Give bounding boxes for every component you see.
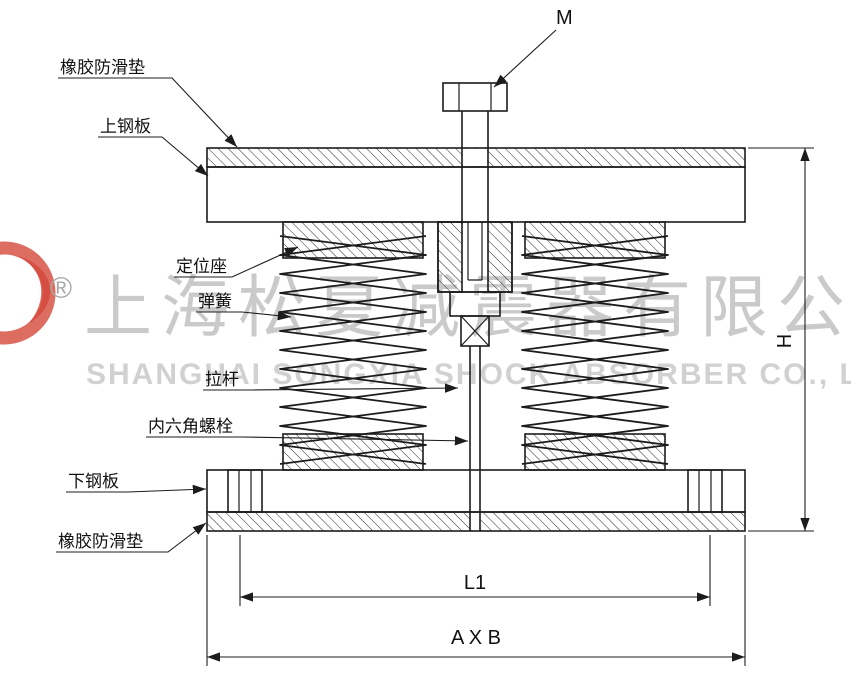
anchor-block-right-lines	[698, 470, 712, 512]
label-upper-plate: 上钢板	[100, 117, 151, 136]
dimensions: M H L1 A X B	[206, 7, 814, 666]
label-lower-plate: 下钢板	[68, 472, 119, 491]
label-tie-rod: 拉杆	[205, 370, 239, 389]
hex-bolt-cross	[460, 315, 490, 347]
anchor-block-right	[687, 469, 723, 513]
spring-wire-front-right	[521, 235, 669, 465]
bolt-head-facets	[458, 83, 492, 111]
watermark-company-en: SHANGHAI SONGXIA SHOCK ABSORBER CO., LTD	[86, 358, 851, 391]
anchor-block-left-lines	[238, 470, 252, 512]
sleeve-hatch-right	[487, 221, 513, 293]
tie-rod	[469, 346, 481, 531]
registered-mark: ®	[50, 272, 72, 305]
logo-flame	[18, 256, 51, 324]
watermark-company-cn: 上海松夏减震器有限公司	[84, 270, 851, 346]
hex-socket-bolt-head	[460, 315, 490, 347]
dim-label-axb: A X B	[451, 627, 501, 649]
leader-positioning-seat	[174, 246, 299, 278]
dim-label-l1: L1	[464, 572, 486, 594]
coil-spring-left	[279, 235, 427, 465]
bottom-plate-assembly	[206, 469, 746, 513]
spring-wire-back-right	[521, 235, 669, 465]
leader-rubber-pad-bottom	[56, 522, 207, 553]
bolt-head	[442, 82, 508, 112]
label-rubber-pad-bottom: 橡胶防滑垫	[58, 532, 143, 551]
spring-wire-back-left	[279, 235, 427, 465]
callouts: 橡胶防滑垫 上钢板 定位座 弹簧 拉杆 内六角螺栓 下钢板 橡胶防滑垫	[56, 58, 469, 553]
hex-bolt-square	[460, 315, 490, 347]
anchor-block-left	[227, 469, 263, 513]
upper-steel-plate	[206, 166, 746, 223]
lower-steel-plate	[206, 469, 746, 513]
label-rubber-pad-top: 橡胶防滑垫	[60, 58, 145, 77]
sleeve-hatch-left	[437, 221, 463, 293]
rod-gap-mask	[470, 513, 480, 530]
leader-dim-m	[493, 29, 557, 88]
bolt-gap-mask	[463, 149, 487, 166]
leader-lower-plate	[66, 484, 207, 495]
leader-rubber-pad-top	[58, 77, 238, 148]
dim-label-m: M	[556, 7, 573, 29]
spring-wire-front-left	[279, 235, 427, 465]
top-bolt	[442, 82, 508, 222]
leader-hex-socket-bolt	[146, 436, 469, 446]
isolator-section	[206, 82, 746, 532]
seat-bottom-right	[524, 433, 666, 471]
bolt-shank	[461, 111, 489, 222]
label-hex-socket-bolt: 内六角螺栓	[148, 417, 233, 436]
leader-spring	[196, 310, 292, 321]
coil-spring-right	[521, 235, 669, 465]
leader-upper-plate	[98, 136, 209, 177]
label-positioning-seat: 定位座	[176, 257, 227, 276]
leader-tie-rod	[203, 383, 459, 393]
label-spring: 弹簧	[198, 292, 232, 311]
watermark: ® 上海松夏减震器有限公司 SHANGHAI SONGXIA SHOCK ABS…	[0, 241, 851, 391]
bolt-thread-lines	[467, 222, 483, 281]
dim-label-h: H	[774, 334, 796, 348]
center-sleeve	[437, 221, 513, 293]
